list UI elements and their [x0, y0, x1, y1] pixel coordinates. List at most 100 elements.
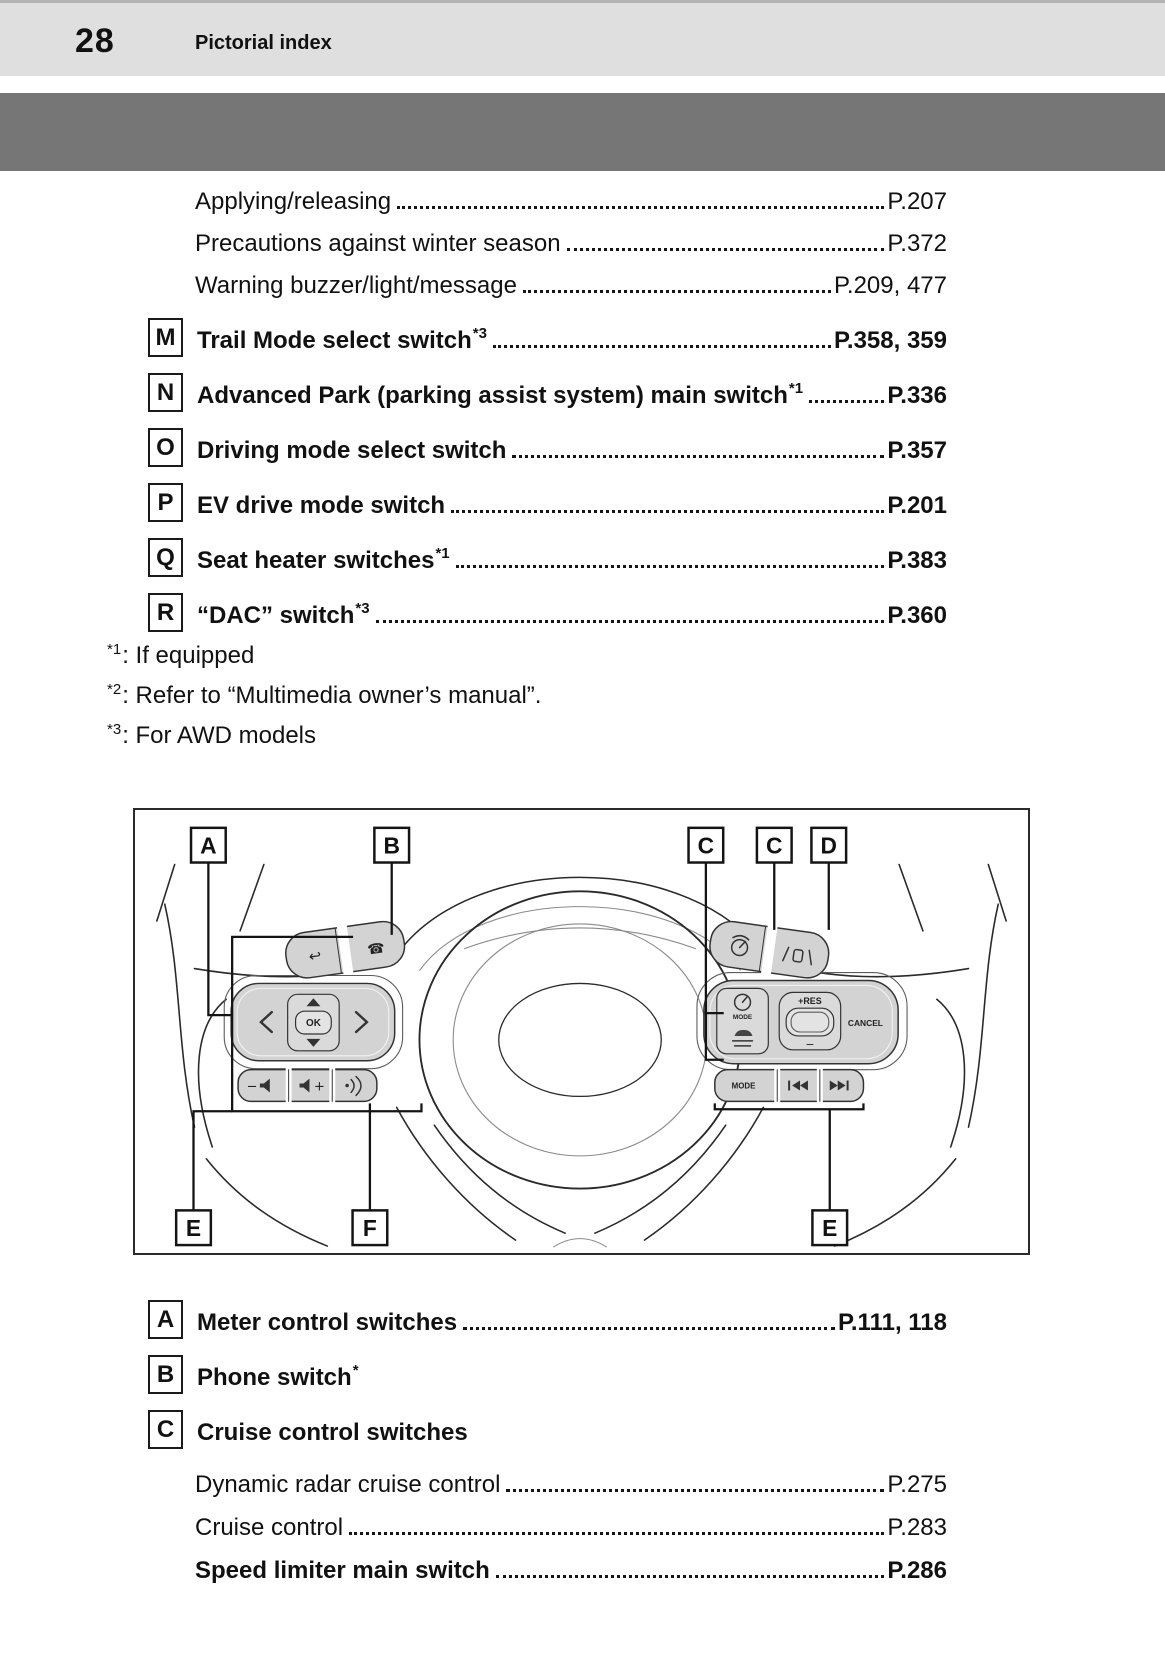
dot-leader	[463, 1327, 835, 1330]
callout-b: B	[383, 833, 399, 859]
set-minus-label: −	[805, 1038, 814, 1051]
res-set-button: +RES −	[778, 991, 842, 1051]
toc-entry-r: R “DAC” switch*3 P.360	[148, 576, 947, 632]
header-band	[0, 3, 1165, 76]
toc-entry-n: N Advanced Park (parking assist system) …	[148, 356, 947, 412]
footnote-marker: *3	[472, 325, 487, 342]
callout-letter-box: Q	[148, 538, 183, 577]
volume-up-icon: +	[299, 1078, 325, 1094]
toc-entry-a: A Meter control switches P.111, 118	[148, 1283, 947, 1339]
back-icon: ↩	[308, 946, 323, 966]
page-ref: P.209, 477	[833, 272, 947, 299]
footnote-text: : For AWD models	[122, 722, 317, 749]
callout-a: A	[200, 833, 216, 859]
callout-d: D	[821, 833, 837, 859]
callout-f: F	[363, 1215, 377, 1241]
right-arrow-icon	[354, 1010, 369, 1034]
page-ref: P.336	[887, 382, 947, 409]
down-arrow-icon	[306, 1038, 321, 1047]
footnote: *3: For AWD models	[107, 710, 541, 750]
seek-forward-icon	[829, 1080, 849, 1091]
dot-leader	[375, 620, 885, 623]
toc-entry: Speed limiter main switch P.286	[148, 1542, 947, 1585]
callout-letter-box: N	[148, 373, 183, 412]
callout-lines	[192, 862, 865, 1211]
callout-letter-box: C	[148, 1410, 183, 1449]
dot-leader	[566, 248, 885, 251]
toc-entry-m: M Trail Mode select switch*3 P.358, 359	[148, 301, 947, 357]
entry-label: EV drive mode switch	[197, 492, 446, 519]
dot-leader	[809, 400, 885, 403]
page-ref: P.286	[887, 1557, 947, 1584]
res-label: +RES	[798, 996, 822, 1006]
toc-entry-c: C Cruise control switches	[148, 1393, 947, 1449]
dot-leader	[451, 510, 885, 513]
back-phone-switch: ↩ ☎	[285, 920, 406, 979]
entry-label: Driving mode select switch	[197, 437, 507, 464]
dot-leader	[349, 1532, 885, 1535]
entry-label: “DAC” switch*3	[197, 600, 370, 629]
audio-mode-row: MODE	[714, 1067, 865, 1104]
entry-label: Precautions against winter season	[195, 230, 561, 257]
entry-label: Warning buzzer/light/message	[195, 272, 517, 299]
lane-assist-icon	[782, 946, 812, 966]
svg-text:+: +	[314, 1079, 325, 1094]
steering-wheel-diagram: ↩ ☎ OK	[133, 808, 1030, 1255]
footnote-marker: *3	[107, 721, 122, 738]
entry-label: Trail Mode select switch*3	[197, 325, 487, 354]
footnote-text: : If equipped	[122, 642, 255, 669]
mode-button-label: MODE	[733, 1014, 753, 1021]
audio-volume-row: − +	[237, 1067, 378, 1104]
page-ref: P.207	[887, 188, 947, 215]
footnote: *1: If equipped	[107, 630, 541, 670]
callout-letter-box: A	[148, 1300, 183, 1339]
page-ref: P.357	[887, 437, 947, 464]
toc-entry-o: O Driving mode select switch P.357	[148, 411, 947, 467]
page-number: 28	[75, 22, 115, 60]
svg-text:−: −	[247, 1079, 258, 1094]
dot-leader	[492, 345, 831, 348]
toc-top: Applying/releasing P.207 Precautions aga…	[148, 174, 947, 632]
car-distance-icon	[731, 1030, 754, 1047]
toc-entry: Cruise control P.283	[148, 1499, 947, 1542]
entry-label: Cruise control switches	[197, 1419, 468, 1446]
up-arrow-icon	[306, 998, 321, 1007]
steering-wheel-illustration: ↩ ☎ OK	[156, 826, 1007, 1248]
entry-label: Dynamic radar cruise control	[195, 1471, 501, 1498]
cruise-control-icon	[730, 934, 750, 957]
callout-letter-box: M	[148, 318, 183, 357]
toc-entry-p: P EV drive mode switch P.201	[148, 466, 947, 522]
ok-button: OK	[287, 993, 340, 1052]
page-ref: P.275	[887, 1471, 947, 1498]
page-ref: P.283	[887, 1514, 947, 1541]
left-arrow-icon	[259, 1010, 273, 1034]
callout-c2: C	[766, 833, 782, 859]
dot-leader	[506, 1489, 885, 1492]
entry-label: Advanced Park (parking assist system) ma…	[197, 380, 804, 409]
cruise-main-pad: MODE +RES − CANCEL	[703, 979, 899, 1065]
callout-letter-box: R	[148, 593, 183, 632]
drive-mode-button: MODE	[716, 987, 769, 1055]
toc-bottom: A Meter control switches P.111, 118 B Ph…	[148, 1282, 947, 1585]
dot-leader	[397, 206, 885, 209]
footnote-marker: *	[352, 1362, 359, 1379]
toc-entry: Precautions against winter season P.372	[148, 216, 947, 258]
page-ref: P.372	[887, 230, 947, 257]
cancel-label: CANCEL	[848, 1018, 883, 1028]
mode-row-label: MODE	[732, 1081, 756, 1090]
volume-down-icon: −	[247, 1078, 270, 1094]
footnote-text: : Refer to “Multimedia owner’s manual”.	[122, 682, 542, 709]
entry-label: Meter control switches	[197, 1309, 458, 1336]
top-strip	[0, 0, 1165, 3]
page-ref: P.383	[887, 547, 947, 574]
seek-back-icon	[788, 1080, 808, 1091]
callout-e1: E	[186, 1215, 201, 1241]
dot-leader	[455, 565, 885, 568]
entry-label: Applying/releasing	[195, 188, 392, 215]
gauge-icon	[733, 993, 752, 1011]
voice-command-icon	[345, 1075, 362, 1097]
dot-leader	[495, 1575, 885, 1578]
toc-entry-b: B Phone switch*	[148, 1338, 947, 1394]
callout-e2: E	[822, 1215, 837, 1241]
